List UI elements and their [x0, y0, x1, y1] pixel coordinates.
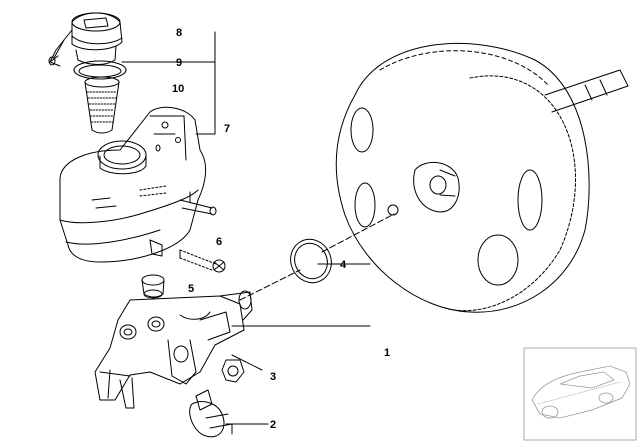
brake-booster	[335, 43, 629, 313]
callout-4: 4	[340, 259, 347, 271]
callout-1: 1	[384, 347, 390, 359]
callout-9: 9	[176, 57, 182, 69]
callout-5: 5	[188, 283, 194, 295]
leader-lines	[121, 31, 395, 425]
callout-7: 7	[224, 123, 230, 135]
reservoir-grommet	[141, 274, 165, 299]
callout-3: 3	[270, 371, 276, 383]
master-cylinder	[94, 290, 253, 409]
mounting-bolt	[179, 249, 226, 273]
pressure-sensor	[189, 389, 233, 438]
cap-seal-ring	[73, 60, 127, 80]
reservoir-strainer	[84, 76, 120, 134]
o-ring	[290, 238, 332, 284]
plug	[221, 359, 245, 383]
brake-fluid-reservoir	[59, 106, 217, 263]
callout-6: 6	[216, 236, 222, 248]
car-thumbnail	[523, 347, 637, 441]
callouts: 8 9 10 7 6 5 4 1 3 2	[172, 27, 390, 431]
reservoir-cap	[48, 12, 123, 67]
callout-10: 10	[172, 83, 184, 95]
callout-2: 2	[270, 419, 276, 431]
callout-8: 8	[176, 27, 182, 39]
